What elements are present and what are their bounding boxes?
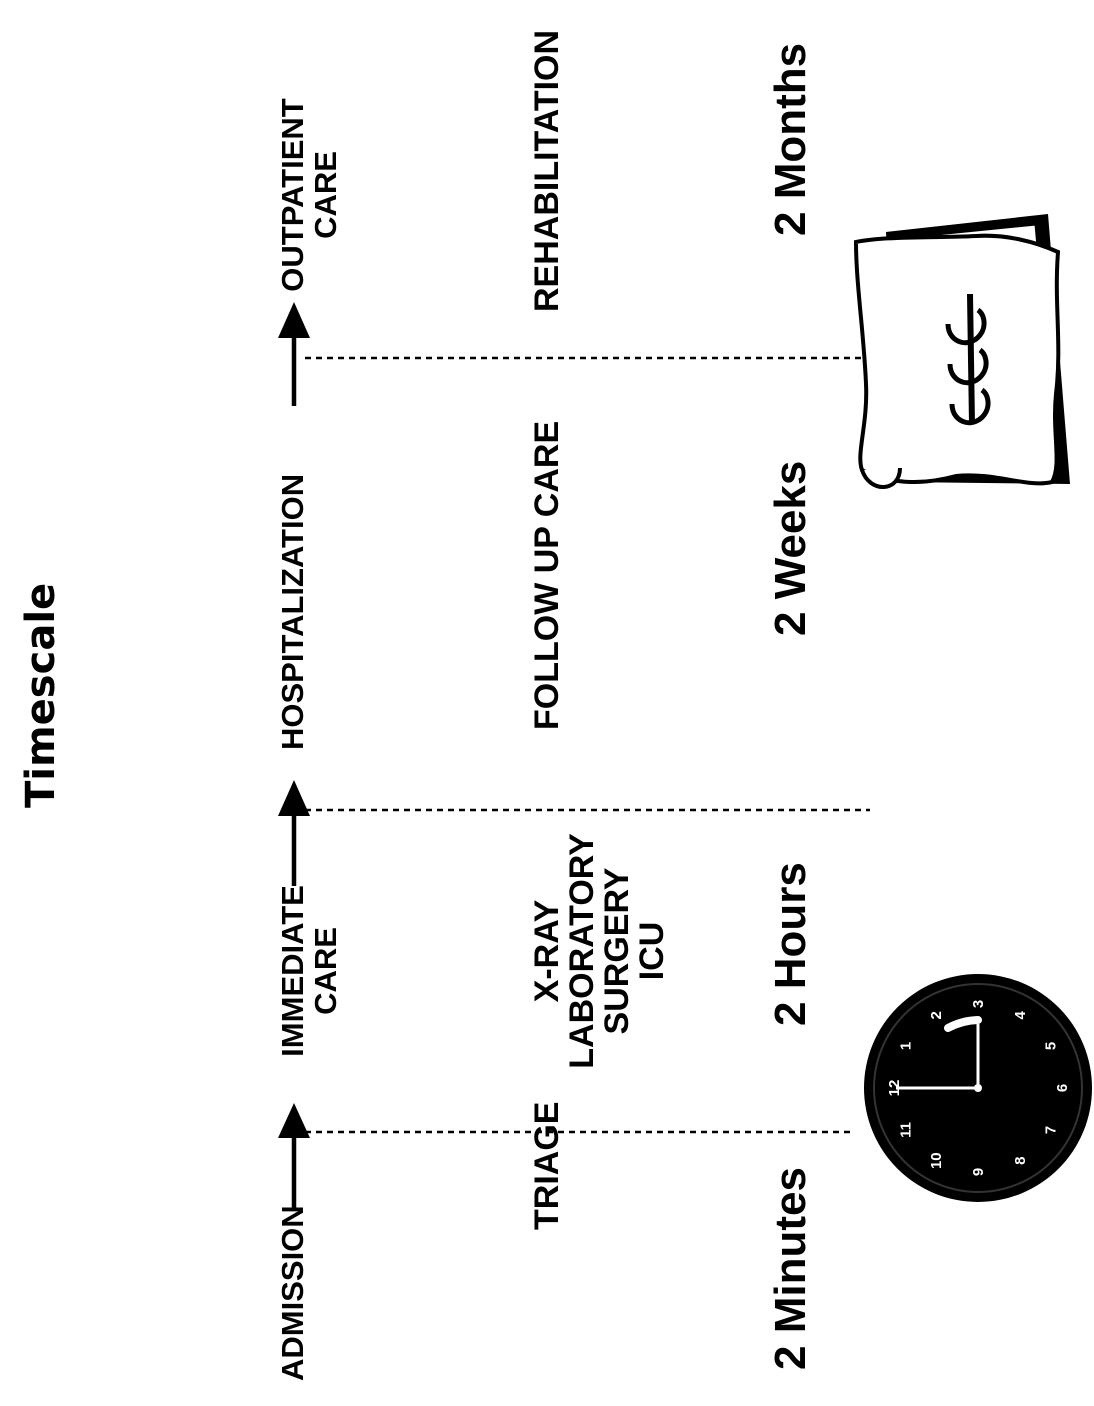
clock-number: 5 (1043, 1042, 1060, 1050)
clock-number: 11 (897, 1122, 914, 1138)
clock-number: 8 (1012, 1157, 1029, 1165)
book-icon (853, 214, 1070, 489)
clock-number: 7 (1043, 1126, 1060, 1134)
arrowhead-immediate (278, 780, 310, 816)
clock-number: 12 (886, 1080, 903, 1097)
clock-number: 4 (1012, 1010, 1029, 1019)
clock-number: 10 (928, 1152, 945, 1169)
arrowhead-admission (278, 1103, 310, 1138)
clock-number: 6 (1054, 1084, 1071, 1092)
clock-number: 9 (970, 1168, 987, 1176)
clock-number: 2 (928, 1011, 945, 1019)
arrowhead-hospitalization (278, 302, 310, 338)
clock-number: 3 (970, 1000, 987, 1008)
clock-number: 1 (897, 1042, 914, 1050)
